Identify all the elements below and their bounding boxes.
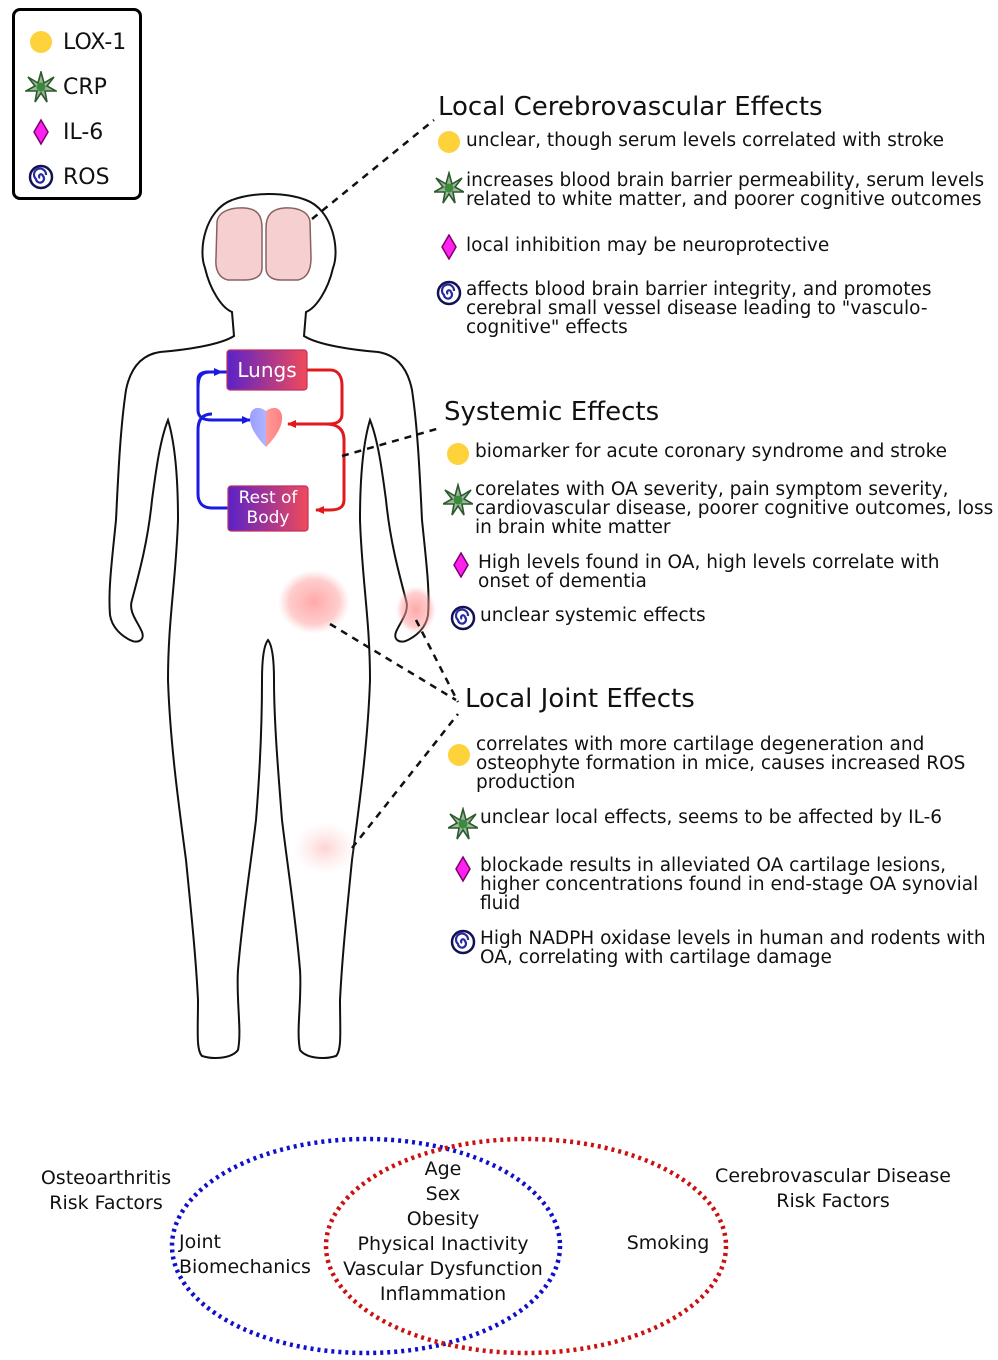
lox1-icon [444, 735, 474, 775]
rest-of-body-label: Rest of [239, 488, 299, 508]
effect-text: biomarker for acute coronary syndrome an… [475, 442, 947, 461]
effect-text: corelates with OA severity, pain symptom… [475, 480, 998, 537]
effect-text: increases blood brain barrier permeabili… [466, 171, 996, 209]
systemic-title: Systemic Effects [444, 397, 659, 427]
joint-item-ros: High NADPH oxidase levels in human and r… [448, 929, 996, 967]
systemic-item-ros: unclear systemic effects [448, 606, 994, 630]
il6-icon [448, 856, 478, 882]
lungs-label: Lungs [237, 358, 296, 382]
ros-icon [448, 929, 478, 955]
rest-of-body-label: Body [247, 508, 290, 528]
cerebro-item-ros: affects blood brain barrier integrity, a… [434, 280, 996, 337]
oa-risk-title: Osteoarthritis Risk Factors [20, 1166, 192, 1216]
cerebro-only-factors: Smoking [600, 1231, 736, 1256]
shared-risk-factors: Age Sex Obesity Physical Inactivity Vasc… [329, 1157, 557, 1307]
cerebro-risk-title: Cerebrovascular Disease Risk Factors [700, 1164, 966, 1214]
systemic-item-crp: corelates with OA severity, pain symptom… [443, 480, 998, 537]
joint-item-lox1: correlates with more cartilage degenerat… [444, 735, 996, 792]
effect-text: unclear, though serum levels correlated … [466, 131, 944, 150]
il6-icon [434, 236, 464, 258]
lungs-box: Lungs [227, 350, 307, 390]
oa-only-factors: Joint Biomechanics [179, 1230, 311, 1280]
crp-icon [448, 808, 478, 840]
cerebro-title: Local Cerebrovascular Effects [438, 92, 823, 122]
effect-text: unclear local effects, seems to be affec… [480, 808, 942, 827]
lox1-icon [434, 131, 464, 153]
effect-text: High NADPH oxidase levels in human and r… [480, 929, 996, 967]
lox1-icon [443, 442, 473, 466]
crp-icon [434, 171, 464, 205]
hand-joint-highlight [396, 586, 436, 634]
ros-icon [434, 280, 464, 306]
body-outline [109, 194, 428, 1058]
systemic-item-il6: High levels found in OA, high levels cor… [446, 553, 994, 591]
effect-text: affects blood brain barrier integrity, a… [466, 280, 996, 337]
effect-text: blockade results in alleviated OA cartil… [480, 856, 996, 913]
systemic-item-lox1: biomarker for acute coronary syndrome an… [443, 442, 993, 466]
cerebro-item-il6: local inhibition may be neuroprotective [434, 236, 994, 258]
effect-text: correlates with more cartilage degenerat… [476, 735, 996, 792]
effect-text: High levels found in OA, high levels cor… [478, 553, 994, 591]
joint-title: Local Joint Effects [465, 684, 695, 714]
cerebro-item-crp: increases blood brain barrier permeabili… [434, 171, 996, 209]
effect-text: unclear systemic effects [480, 606, 706, 625]
hip-joint-highlight [278, 570, 350, 634]
rest-of-body-box: Rest of Body [228, 486, 308, 531]
effect-text: local inhibition may be neuroprotective [466, 236, 829, 255]
il6-icon [446, 553, 476, 577]
crp-icon [443, 480, 473, 520]
joint-item-il6: blockade results in alleviated OA cartil… [448, 856, 996, 913]
ros-icon [448, 606, 478, 630]
knee-joint-highlight [293, 822, 357, 874]
joint-item-crp: unclear local effects, seems to be affec… [448, 808, 996, 840]
cerebro-item-lox1: unclear, though serum levels correlated … [434, 131, 994, 153]
